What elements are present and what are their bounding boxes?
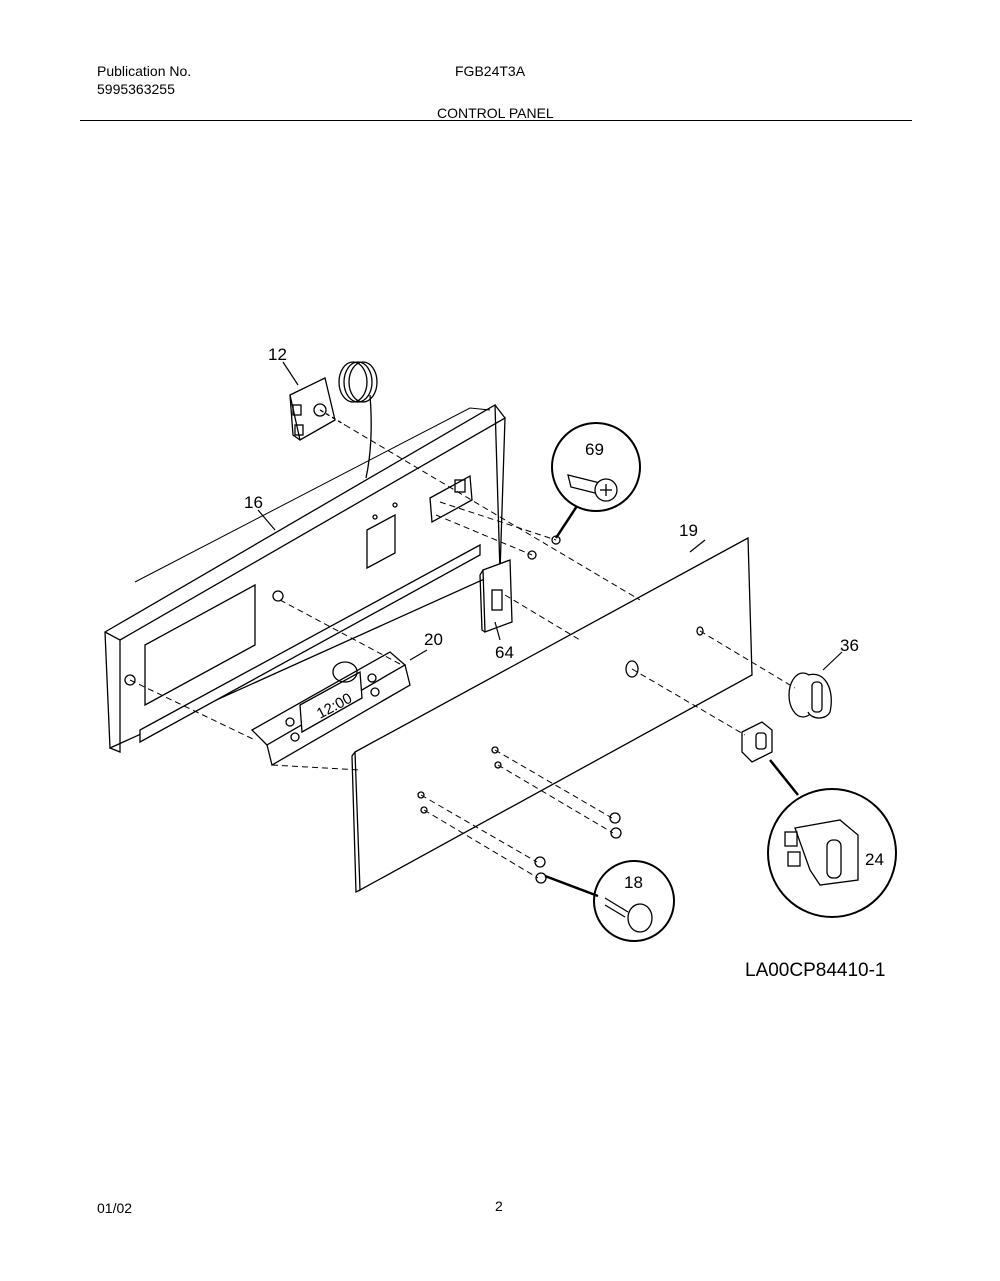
callout-16: 16 (244, 493, 263, 512)
detail-18-screw (544, 860, 675, 942)
part-19-front-panel (351, 536, 753, 894)
leader-lines (257, 361, 843, 671)
header-rule (80, 120, 912, 121)
callout-69: 69 (585, 440, 604, 459)
drawing-id: LA00CP84410-1 (745, 960, 886, 981)
footer-date: 01/02 (97, 1200, 133, 1216)
callout-24: 24 (865, 850, 884, 869)
part-16-panel-body (104, 403, 506, 753)
callout-12: 12 (268, 345, 287, 364)
callout-19: 19 (679, 521, 698, 540)
callouts: 12 16 69 19 20 64 36 24 18 (244, 345, 884, 892)
detail-69-screw (551, 422, 641, 539)
publication-label: Publication No. (97, 63, 192, 79)
page-number: 2 (495, 1198, 503, 1214)
callout-18: 18 (624, 873, 643, 892)
part-12-thermostat (289, 361, 378, 479)
section-title: CONTROL PANEL (437, 105, 554, 121)
assembly-lines (129, 424, 796, 879)
detail-24-switch (767, 759, 897, 918)
callout-20: 20 (424, 630, 443, 649)
part-36-knob (788, 672, 832, 719)
callout-36: 36 (840, 636, 859, 655)
part-20-clock-board: 12:00 (250, 651, 411, 766)
part-64-bracket (479, 559, 513, 633)
callout-64: 64 (495, 643, 514, 662)
publication-number: 5995363255 (97, 81, 175, 97)
part-24-switch-small (741, 721, 773, 763)
model-number: FGB24T3A (455, 63, 526, 79)
